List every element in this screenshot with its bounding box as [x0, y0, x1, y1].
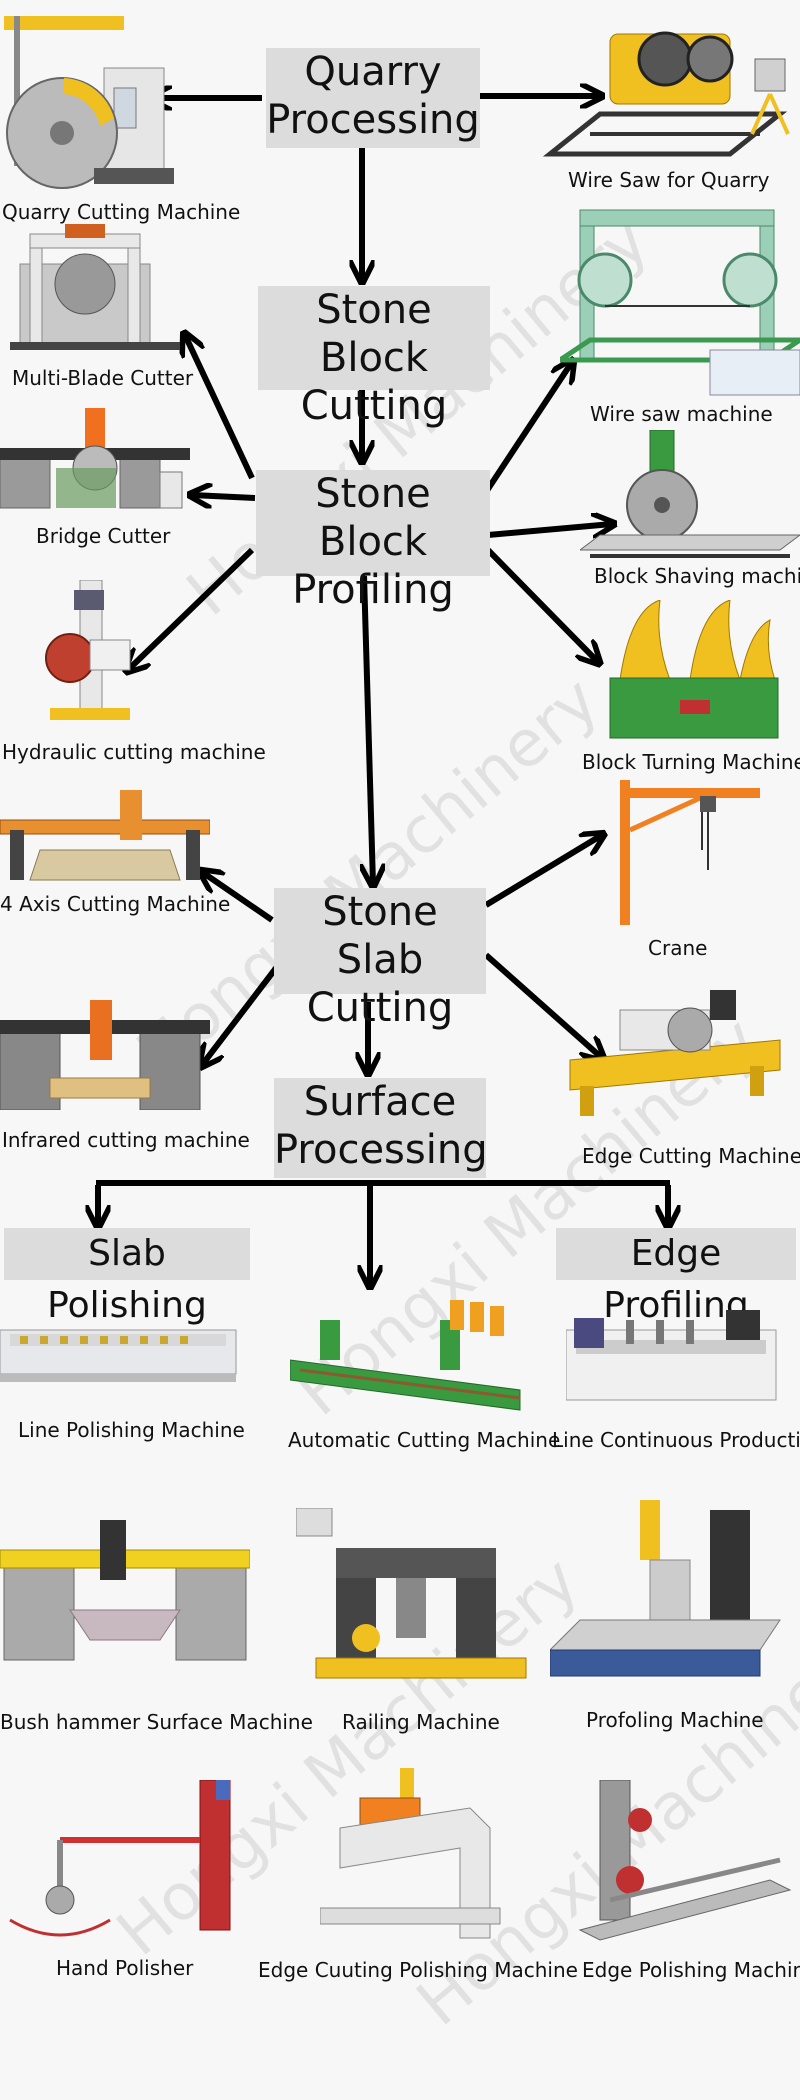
arrow	[185, 335, 255, 480]
arrow	[484, 835, 602, 908]
arrow	[364, 574, 373, 884]
machine-label: Railing Machine	[342, 1710, 500, 1734]
machine-label: Edge Cutting Machine	[582, 1144, 800, 1168]
edge-cutting-polishing-machine-image	[320, 1768, 501, 1939]
railing-machine-image	[296, 1508, 527, 1679]
bush-hammer-surface-machine-image	[0, 1520, 250, 1661]
quarry-cutting-machine-image	[4, 16, 174, 189]
arrow	[202, 872, 274, 923]
arrow	[128, 547, 255, 670]
edge-polishing-machine-image	[578, 1780, 792, 1941]
machine-label: Block Shaving machine	[594, 564, 800, 588]
machine-label: Wire Saw for Quarry	[568, 168, 770, 192]
machine-label: Bridge Cutter	[36, 524, 171, 548]
machine-label: Quarry Cutting Machine	[2, 200, 241, 224]
machine-label: Crane	[648, 936, 708, 960]
edge-cutting-machine-image	[569, 990, 781, 1116]
machine-label: Bush hammer Surface Machine	[0, 1710, 313, 1734]
node-edge-profiling: Edge Profiling	[556, 1228, 796, 1326]
hand-polisher-image	[9, 1780, 231, 1937]
crane-image	[620, 780, 760, 925]
machine-label: Automatic Cutting Machine	[288, 1428, 561, 1452]
block-turning-machine-image	[609, 600, 779, 739]
arrow	[202, 966, 279, 1065]
machine-label: Edge Polishing Machine	[582, 1958, 800, 1982]
machine-label: Line Polishing Machine	[18, 1418, 245, 1442]
machine-label: Wire saw machine	[590, 402, 773, 426]
arrow	[485, 547, 598, 662]
line-continuous-production-image	[566, 1310, 777, 1401]
line-polishing-machine-image	[0, 1329, 237, 1382]
arrow	[192, 495, 256, 498]
machine-label: Hand Polisher	[56, 1956, 194, 1980]
machine-label: Line Continuous Production	[552, 1428, 800, 1452]
machine-label: Infrared cutting machine	[2, 1128, 250, 1152]
machine-label: Multi-Blade Cutter	[12, 366, 194, 390]
wire-saw-machine-image	[560, 209, 800, 396]
wire-saw-quarry-image	[542, 31, 790, 157]
arrow	[483, 362, 572, 494]
arrow	[487, 524, 612, 535]
arrow	[484, 952, 602, 1058]
automatic-cutting-machine-image	[290, 1300, 521, 1411]
machine-label: Hydraulic cutting machine	[2, 740, 266, 764]
hydraulic-cutting-machine-image	[45, 580, 131, 720]
profiling-machine-image	[550, 1500, 781, 1677]
node-slab-polishing: Slab Polishing	[4, 1228, 250, 1326]
machine-label: 4 Axis Cutting Machine	[0, 892, 231, 916]
machine-label: Profoling Machine	[586, 1708, 764, 1732]
infrared-cutting-machine-image	[0, 1000, 210, 1110]
machine-label: Block Turning Machine	[582, 750, 800, 774]
four-axis-cutting-machine-image	[0, 790, 210, 881]
machine-label: Edge Cuuting Polishing Machine	[258, 1958, 578, 1982]
block-shaving-machine-image	[580, 430, 800, 558]
bridge-cutter-image	[0, 408, 190, 509]
multi-blade-cutter-image	[10, 224, 180, 350]
